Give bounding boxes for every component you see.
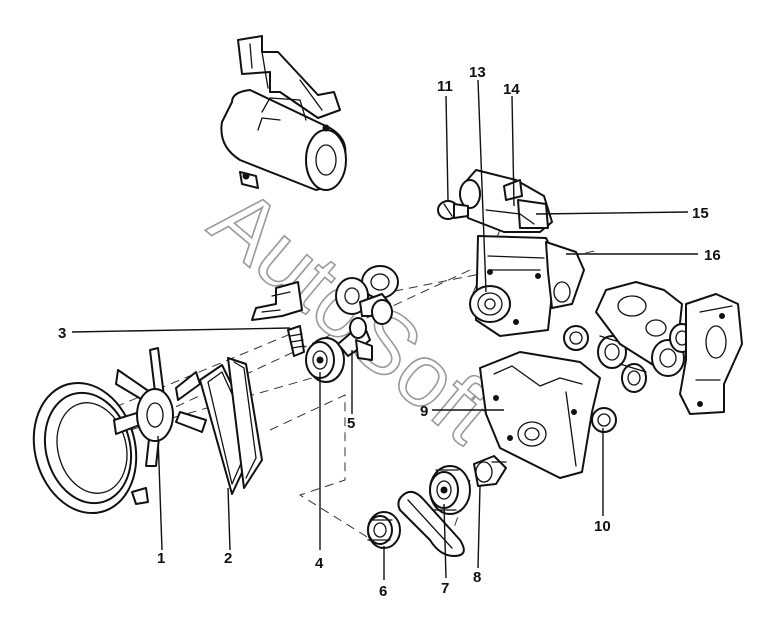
callout-1: 1 (157, 550, 165, 567)
water-pump-hub (335, 265, 399, 325)
tensioner-bracket (251, 281, 305, 357)
crank-hub (473, 455, 507, 487)
callout-7: 7 (441, 580, 449, 597)
temperature-sensor (437, 200, 469, 220)
callout-15: 15 (692, 205, 709, 222)
cooling-fan (113, 347, 207, 467)
callout-10: 10 (594, 518, 611, 535)
callout-8: 8 (473, 569, 481, 586)
thermostat-housing (459, 169, 585, 337)
callout-2: 2 (224, 550, 232, 567)
tensioner-arm (337, 317, 373, 361)
timing-cover (479, 351, 601, 479)
callout-4: 4 (315, 555, 324, 572)
crank-pulley (429, 465, 471, 515)
starter-motor (220, 35, 347, 191)
water-pump-pulley (469, 285, 511, 323)
leader-lines (71, 79, 698, 580)
callout-14: 14 (503, 81, 520, 98)
callout-9: 9 (420, 403, 428, 420)
callout-11: 11 (437, 78, 453, 95)
callout-16: 16 (704, 247, 721, 264)
callout-5: 5 (347, 415, 355, 432)
front-housing (595, 281, 743, 415)
callout-13: 13 (469, 64, 486, 81)
fan-pulley (32, 381, 149, 515)
callout-6: 6 (379, 583, 387, 600)
timing-gears (563, 325, 647, 433)
callout-labels: 1 2 3 4 5 6 7 8 9 10 11 13 14 15 16 (58, 64, 721, 600)
crank-pulley-small (367, 511, 401, 549)
callout-3: 3 (58, 325, 66, 342)
drive-belts (199, 357, 263, 495)
idler-pulley (305, 337, 345, 383)
